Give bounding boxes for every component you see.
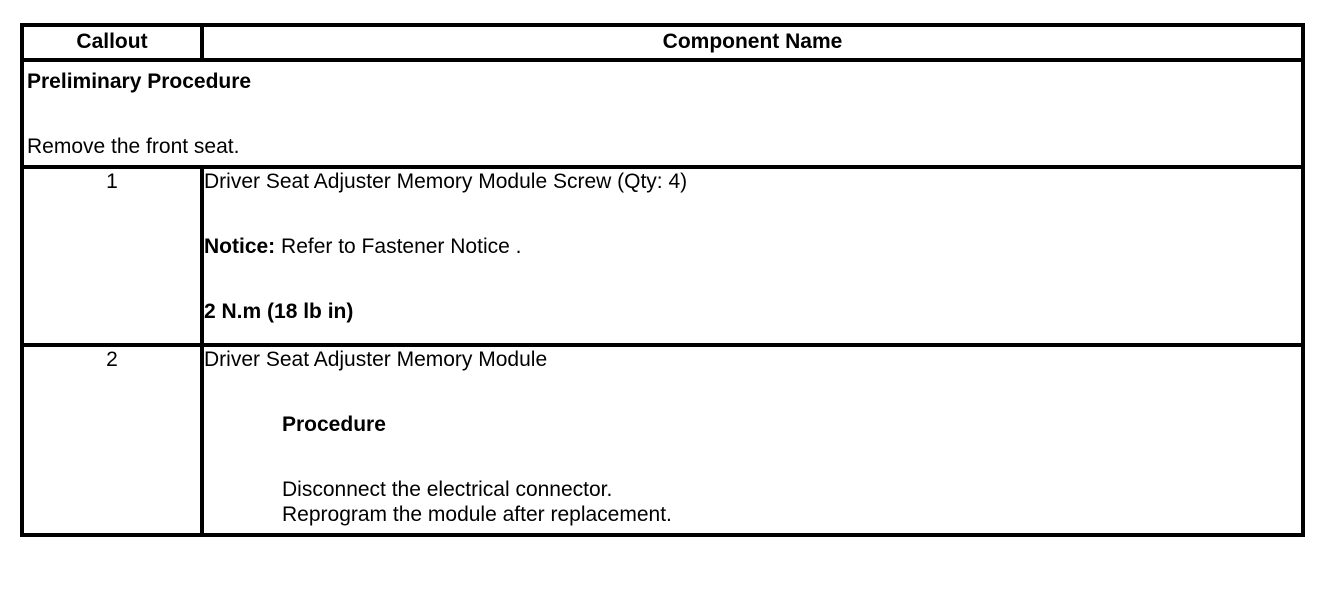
notice-text: Refer to Fastener Notice . (275, 235, 522, 258)
component-cell-2: Driver Seat Adjuster Memory Module Proce… (200, 343, 1305, 537)
component-name-text: Driver Seat Adjuster Memory Module (204, 348, 548, 371)
procedure-heading: Procedure (282, 413, 386, 436)
table-row-2: 2 Driver Seat Adjuster Memory Module Pro… (20, 343, 1305, 537)
torque-spec: 2 N.m (18 lb in) (204, 300, 354, 323)
component-name-column-header: Component Name (200, 23, 1305, 62)
table-row-1: 1 Driver Seat Adjuster Memory Module Scr… (20, 165, 1305, 347)
procedure-step-1: Disconnect the electrical connector. (282, 478, 613, 501)
notice-line: Notice: Refer to Fastener Notice . (204, 234, 1299, 259)
component-callout-table: Callout Component Name Preliminary Proce… (20, 23, 1305, 537)
preliminary-procedure-row: Preliminary Procedure Remove the front s… (20, 58, 1305, 169)
component-cell-1: Driver Seat Adjuster Memory Module Screw… (200, 165, 1305, 347)
preliminary-procedure-title: Preliminary Procedure (27, 70, 252, 93)
callout-number-1: 1 (20, 165, 204, 347)
procedure-steps: Disconnect the electrical connector.Repr… (282, 477, 1299, 527)
preliminary-procedure-cell: Preliminary Procedure Remove the front s… (20, 58, 1305, 169)
callout-column-header: Callout (20, 23, 204, 62)
callout-number-2: 2 (20, 343, 204, 537)
notice-label: Notice: (204, 235, 276, 258)
preliminary-procedure-text: Remove the front seat. (27, 135, 240, 158)
table-header-row: Callout Component Name (20, 23, 1305, 62)
component-name-text: Driver Seat Adjuster Memory Module Screw… (204, 170, 688, 193)
procedure-step-2: Reprogram the module after replacement. (282, 503, 672, 526)
